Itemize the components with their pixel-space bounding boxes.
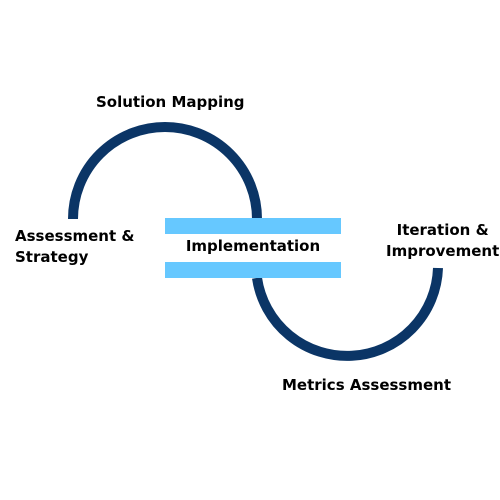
- top-arc: [68, 122, 262, 220]
- assessment-strategy-line2: Strategy: [15, 248, 89, 266]
- solution-mapping-label: Solution Mapping: [96, 92, 245, 113]
- top-bar: [165, 218, 341, 234]
- assessment-strategy-line1: Assessment &: [15, 227, 135, 245]
- metrics-assessment-label: Metrics Assessment: [282, 375, 451, 396]
- iteration-improvement-line1: Iteration &: [396, 221, 489, 239]
- implementation-label: Implementation: [165, 236, 341, 257]
- metrics-assessment-text: Metrics Assessment: [282, 376, 451, 394]
- implementation-text: Implementation: [185, 237, 321, 255]
- solution-mapping-text: Solution Mapping: [96, 93, 245, 111]
- bottom-bar: [165, 262, 341, 278]
- iteration-improvement-label: Iteration & Improvement: [386, 220, 499, 262]
- iteration-improvement-line2: Improvement: [386, 242, 500, 260]
- bottom-arc: [252, 267, 443, 361]
- assessment-strategy-label: Assessment & Strategy: [15, 226, 134, 268]
